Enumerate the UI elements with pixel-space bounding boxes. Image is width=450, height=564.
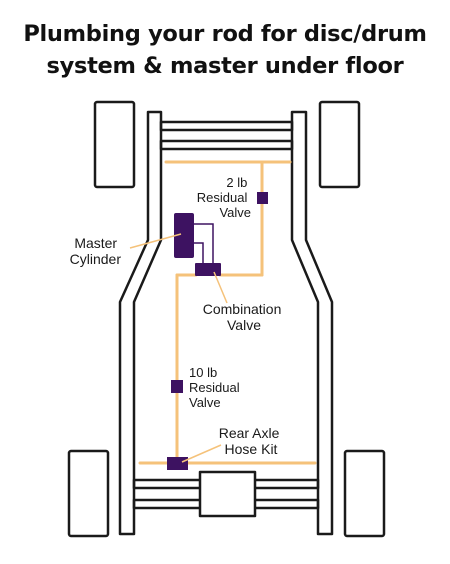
diagram-title: Plumbing your rod for disc/drum system &… (0, 18, 450, 82)
front-crossmember-1 (159, 120, 294, 132)
combination-valve-leader (213, 271, 228, 304)
right-frame-rail (290, 110, 334, 536)
left-frame-rail (118, 110, 163, 536)
master-cylinder-leader (129, 233, 182, 249)
front-left-wheel (93, 100, 136, 189)
combination-valve (195, 263, 221, 276)
rear-differential (198, 470, 257, 518)
front-crossmember-2 (159, 139, 294, 151)
label-2lb-residual-valve: 2 lb Residual Valve (197, 175, 251, 220)
master-cylinder (174, 213, 194, 258)
front-right-wheel (318, 100, 361, 189)
rear-right-wheel (343, 449, 386, 538)
rear-left-wheel (67, 449, 110, 538)
residual-valve-10lb (171, 380, 183, 393)
wheels (67, 100, 386, 538)
residual-valve-2lb (257, 192, 268, 204)
label-10lb-residual-valve: 10 lb Residual Valve (189, 365, 243, 410)
label-combination-valve: Combination Valve (203, 301, 286, 333)
chassis-frame (118, 110, 334, 536)
rear-axle-hose-leader (181, 444, 222, 463)
title-line-1: Plumbing your rod for disc/drum (23, 21, 427, 47)
label-master-cylinder: Master Cylinder (70, 235, 122, 267)
title-line-2: system & master under floor (46, 53, 404, 79)
leader-lines (129, 233, 228, 463)
master-cylinder-lines (194, 223, 214, 266)
rear-axle-hose-kit (167, 457, 188, 470)
label-rear-axle-hose-kit: Rear Axle Hose Kit (219, 425, 284, 457)
